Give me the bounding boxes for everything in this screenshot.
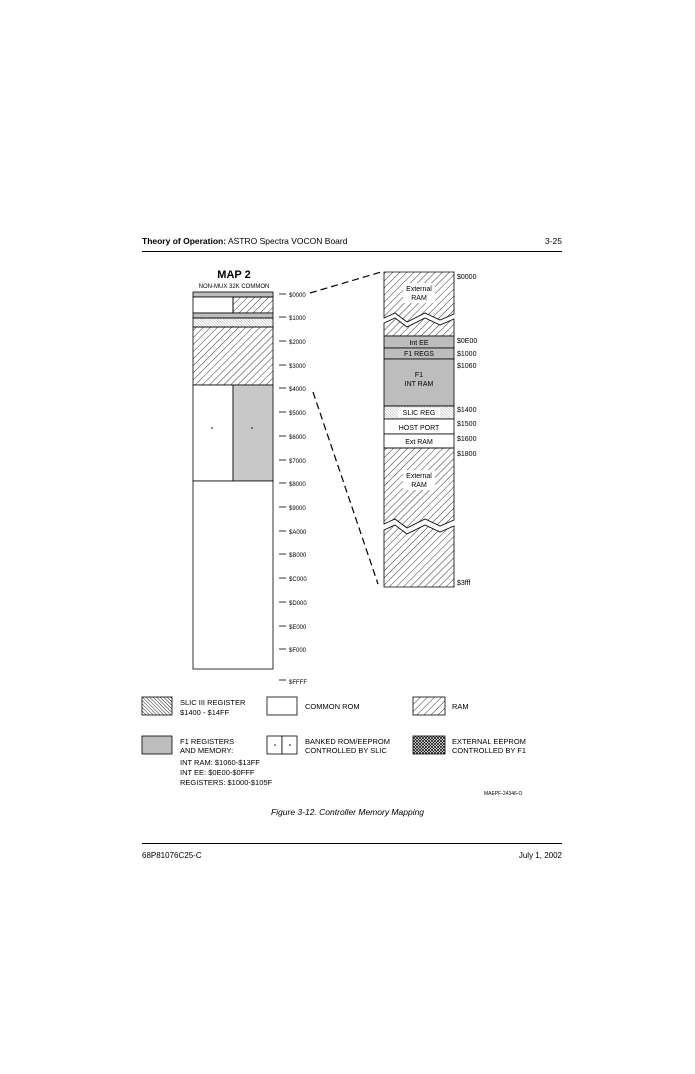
map-address: $2000	[289, 340, 306, 346]
page-header-title: Theory of Operation: ASTRO Spectra VOCON…	[142, 236, 348, 246]
detail-address: $1000	[457, 351, 477, 358]
legend-swatch-f1	[141, 735, 173, 755]
detail-label: F1	[415, 372, 423, 379]
map-address: $4000	[289, 387, 306, 393]
detail-external-ram-top-cont	[383, 317, 455, 337]
legend-label: CONTROLLED BY F1	[452, 746, 526, 755]
map-subtitle: NON-MUX 32K COMMON	[199, 284, 270, 290]
map-title: MAP 2	[217, 269, 250, 281]
detail-label: Ext RAM	[405, 439, 433, 446]
map-address: $F000	[289, 648, 307, 654]
detail-label: F1 REGS	[404, 351, 434, 358]
map-address: $6000	[289, 435, 306, 441]
footer-date: July 1, 2002	[518, 851, 562, 860]
map2-f1-regs	[192, 312, 274, 319]
legend-label: CONTROLLED BY SLIC	[305, 746, 388, 755]
legend-label: F1 REGISTERS	[180, 737, 234, 746]
map-address: $0000	[289, 293, 306, 299]
legend-swatch-slic	[141, 696, 173, 716]
map2-ram-region	[192, 326, 274, 386]
map-address: $3000	[289, 364, 306, 370]
banked-dot	[274, 744, 276, 746]
map-address: $FFFF	[289, 680, 307, 686]
banked-dot	[251, 427, 253, 429]
map-address: $7000	[289, 459, 306, 465]
detail-address: $0E00	[457, 338, 477, 345]
map-address: $B000	[289, 553, 307, 559]
legend-swatch-external-eeprom	[412, 735, 446, 755]
legend-swatch-common-rom	[266, 696, 298, 716]
detail-address-labels: $0000 $0E00 $1000 $1060 $1400 $1500 $160…	[457, 274, 477, 587]
detail-f1-int-ram	[383, 358, 455, 407]
label-bg	[403, 283, 435, 303]
map2-rom-small	[192, 296, 234, 314]
map-address: $A000	[289, 530, 307, 536]
figure-caption: Figure 3-12. Controller Memory Mapping	[270, 807, 425, 817]
banked-dot	[289, 744, 291, 746]
map2-banked-right	[232, 384, 274, 482]
detail-label: HOST PORT	[399, 425, 440, 432]
map2-f1-region	[192, 291, 274, 298]
map-address: $D000	[289, 601, 307, 607]
detail-external-ram-bottom-cont	[383, 524, 455, 588]
detail-label: RAM	[411, 295, 427, 302]
map2-common-rom	[192, 480, 274, 670]
detail-label: SLIC REG	[403, 410, 436, 417]
map-address: $5000	[289, 411, 306, 417]
detail-address: $0000	[457, 274, 477, 281]
expansion-line-bottom	[312, 391, 379, 585]
detail-address: $1500	[457, 421, 477, 428]
detail-label: External	[406, 286, 432, 293]
legend-swatch-ram	[412, 696, 446, 716]
detail-address: $1400	[457, 407, 477, 414]
legend-label: AND MEMORY:	[180, 746, 233, 755]
detail-address: $3fff	[457, 580, 470, 587]
legend-label: EXTERNAL EEPROM	[452, 737, 526, 746]
map-address: $8000	[289, 482, 306, 488]
legend-label: $1400 - $14FF	[180, 708, 230, 717]
legend-detail: REGISTERS: $1000-$105F	[180, 778, 273, 787]
footer-rule	[142, 843, 562, 844]
detail-label: INT RAM	[405, 381, 434, 388]
legend-label: COMMON ROM	[305, 702, 360, 711]
detail-address: $1060	[457, 363, 477, 370]
detail-address: $1800	[457, 451, 477, 458]
map2-address-ticks	[279, 293, 286, 681]
legend-label: BANKED ROM/EEPROM	[305, 737, 390, 746]
legend-detail: INT EE: $0E00-$0FFF	[180, 768, 255, 777]
map-address: $9000	[289, 506, 306, 512]
detail-address: $1600	[457, 436, 477, 443]
page-number: 3-25	[544, 236, 562, 246]
map2-slic-region	[192, 317, 274, 328]
detail-label: External	[406, 473, 432, 480]
legend: SLIC III REGISTER $1400 - $14FF COMMON R…	[141, 696, 526, 787]
map-address: $E000	[289, 625, 307, 631]
map2-address-labels: $0000 $1000 $2000 $3000 $4000 $5000 $600…	[289, 293, 307, 686]
detail-label: RAM	[411, 482, 427, 489]
figure-id: MAEPF-24346-O	[484, 791, 523, 797]
label-bg	[403, 470, 435, 490]
map2-column	[192, 291, 274, 670]
label-bg	[398, 408, 440, 417]
legend-label: SLIC III REGISTER	[180, 698, 246, 707]
map-address: $1000	[289, 316, 306, 322]
legend-detail: INT RAM: $1060-$13FF	[180, 758, 260, 767]
map-address: $C000	[289, 577, 307, 583]
map2-banked-left	[192, 384, 234, 482]
detail-label: Int EE	[409, 340, 428, 347]
banked-dot	[211, 427, 213, 429]
expansion-line-top	[309, 271, 382, 294]
legend-label: RAM	[452, 702, 469, 711]
header-rule	[142, 251, 562, 252]
map2-ram-small	[232, 296, 274, 314]
footer-doc-number: 68P81076C25-C	[142, 851, 202, 860]
